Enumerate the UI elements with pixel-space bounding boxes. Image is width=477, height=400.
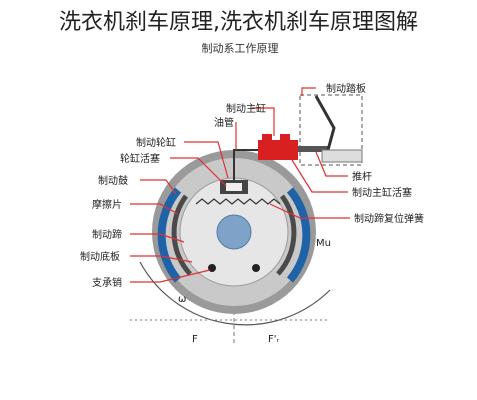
label-brake-pedal: 制动踏板 bbox=[326, 82, 366, 95]
label-friction-lining: 摩擦片 bbox=[92, 198, 122, 211]
page-title: 洗衣机刹车原理,洗衣机刹车原理图解 bbox=[59, 10, 418, 35]
label-omega: ω bbox=[178, 294, 186, 305]
brake-pedal bbox=[314, 95, 336, 151]
hub bbox=[216, 214, 252, 250]
leader-return-spring bbox=[269, 203, 350, 219]
label-master-piston: 制动主缸活塞 bbox=[352, 186, 412, 199]
label-support-pin: 支承销 bbox=[92, 276, 122, 289]
label-force-f: F bbox=[192, 334, 198, 345]
reservoir-right bbox=[280, 134, 290, 142]
brake-shoe-right bbox=[276, 194, 297, 276]
push-rod bbox=[298, 146, 328, 152]
brake-shoe-left bbox=[171, 194, 192, 276]
leader-support-pin bbox=[130, 269, 211, 283]
ground-arc bbox=[139, 261, 331, 326]
leader-brake-drum bbox=[140, 179, 177, 195]
label-oil-pipe: 油管 bbox=[214, 116, 234, 129]
leader-master-piston bbox=[291, 159, 348, 193]
label-force-fr: F'ᵣ bbox=[268, 334, 280, 345]
return-spring bbox=[195, 198, 281, 205]
label-brake-drum: 制动鼓 bbox=[98, 174, 128, 187]
support-pin-right bbox=[252, 264, 260, 272]
label-return-spring: 制动蹄复位弹簧 bbox=[354, 212, 424, 225]
label-master-cylinder: 制动主缸 bbox=[226, 102, 266, 115]
leader-backing-plate bbox=[130, 255, 193, 263]
leader-wheel-piston bbox=[170, 157, 227, 187]
label-brake-shoe: 制动蹄 bbox=[92, 228, 122, 241]
leader-master-cylinder bbox=[252, 107, 275, 136]
label-mu: Mu bbox=[316, 238, 331, 249]
label-wheel-cylinder: 制动轮缸 bbox=[136, 136, 176, 149]
friction-lining-right bbox=[286, 187, 311, 283]
leader-push-rod bbox=[315, 151, 348, 177]
leader-brake-pedal bbox=[301, 87, 316, 96]
pedal-box bbox=[299, 94, 363, 166]
wheel-cylinder-piston bbox=[226, 183, 242, 191]
master-cylinder bbox=[258, 140, 298, 160]
oil-pipe bbox=[233, 149, 258, 180]
leader-friction-lining bbox=[130, 203, 179, 215]
label-backing-plate: 制动底板 bbox=[80, 250, 120, 263]
label-push-rod: 推杆 bbox=[352, 170, 372, 183]
leader-wheel-cylinder bbox=[184, 141, 229, 179]
pedal-base bbox=[321, 149, 363, 163]
label-wheel-piston: 轮缸活塞 bbox=[120, 152, 160, 165]
reservoir-left bbox=[262, 134, 272, 142]
leader-brake-shoe bbox=[130, 233, 185, 243]
diagram-subtitle: 制动系工作原理 bbox=[202, 42, 279, 55]
